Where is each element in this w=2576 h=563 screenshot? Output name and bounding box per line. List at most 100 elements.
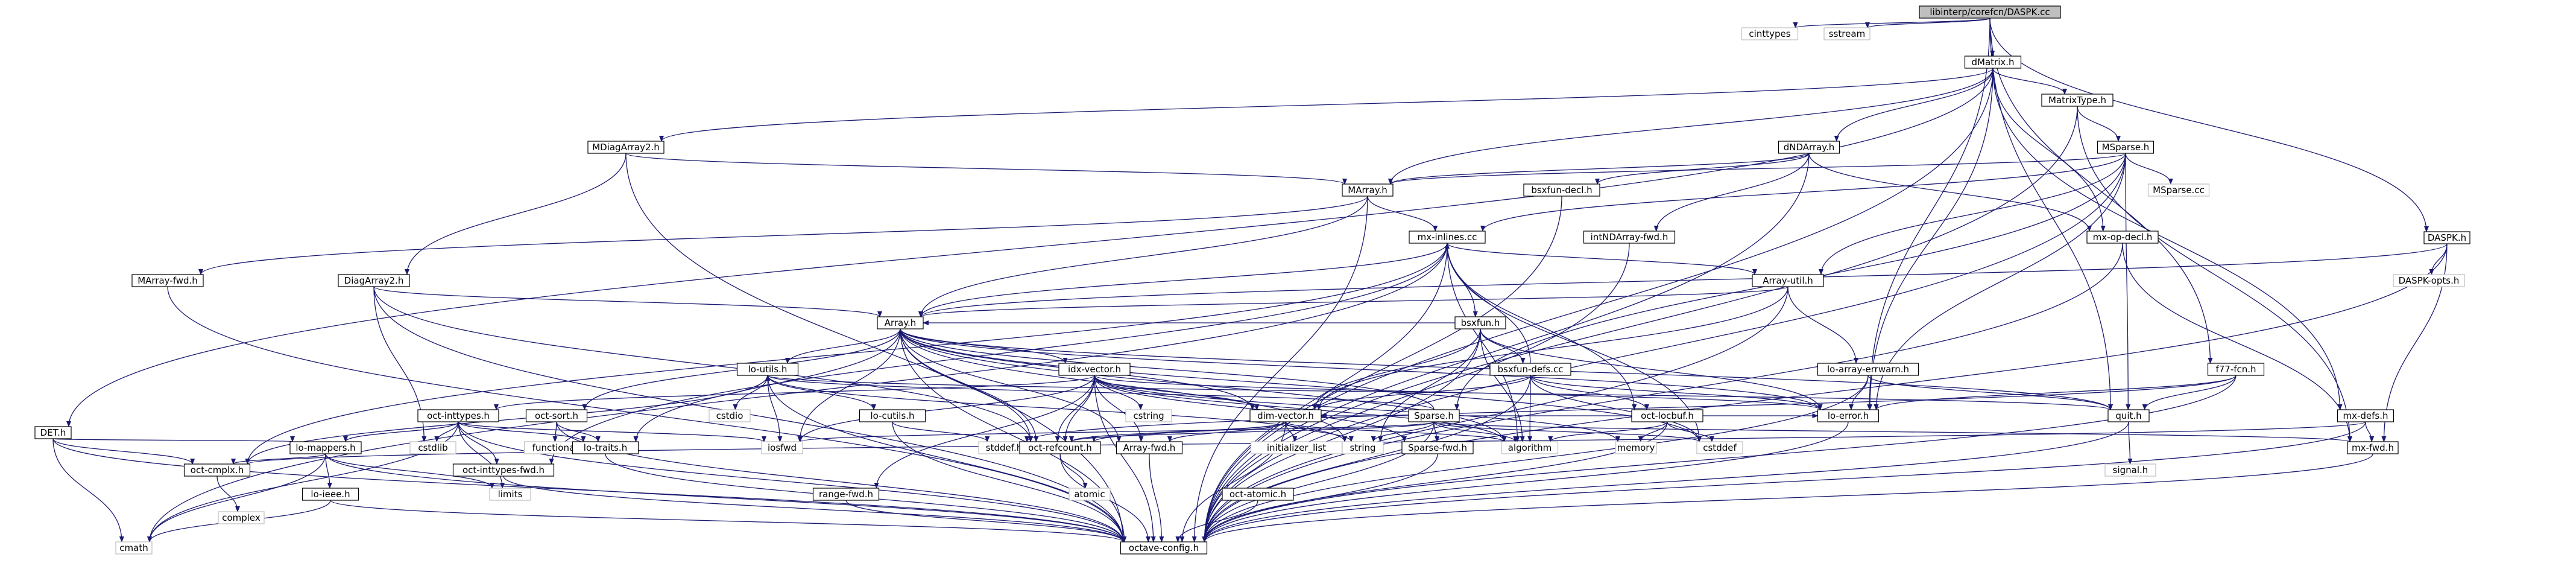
edge-oct-refcount-h-to-atomic bbox=[1059, 453, 1088, 489]
node-lo-traits-h[interactable]: lo-traits.h bbox=[572, 441, 639, 454]
edge-matrixtype-h-to-msparse-h bbox=[2077, 106, 2121, 142]
node-array-fwd-h[interactable]: Array-fwd.h bbox=[1116, 441, 1183, 454]
node-bsxfun-h[interactable]: bsxfun.h bbox=[1454, 316, 1506, 329]
node-lo-ieee-h[interactable]: lo-ieee.h bbox=[301, 488, 359, 501]
node-label: mx-inlines.cc bbox=[1418, 232, 1477, 243]
node-diagarray2-h[interactable]: DiagArray2.h bbox=[338, 274, 410, 287]
node-quit-h[interactable]: quit.h bbox=[2107, 409, 2150, 422]
node-lo-mappers-h[interactable]: lo-mappers.h bbox=[289, 441, 362, 454]
node-idx-vector-h[interactable]: idx-vector.h bbox=[1058, 363, 1131, 376]
node-mdiagarray2-h[interactable]: MDiagArray2.h bbox=[587, 141, 665, 154]
edge-lo-array-errwarn-h-to-quit-h bbox=[1867, 375, 2113, 410]
node-box bbox=[1454, 316, 1506, 329]
edge-msparse-h-to-octave-config-h bbox=[1202, 153, 2126, 542]
edge-dmatrix-h-to-mx-defs-h bbox=[1992, 68, 2343, 410]
edge-daspk-h-to-array-h bbox=[918, 243, 2448, 317]
node-daspk-h[interactable]: DASPK.h bbox=[2423, 231, 2470, 244]
edge-det-h-to-octave-config-h bbox=[52, 438, 1126, 542]
node-lo-utils-h[interactable]: lo-utils.h bbox=[736, 363, 799, 376]
node-lo-cutils-h[interactable]: lo-cutils.h bbox=[859, 409, 926, 422]
node-box bbox=[1919, 5, 2061, 19]
edge-array-util-h-to-array-h bbox=[918, 286, 1788, 317]
node-matrixtype-h[interactable]: MatrixType.h bbox=[2041, 94, 2114, 107]
node-marray-fwd-h[interactable]: MArray-fwd.h bbox=[131, 274, 204, 287]
node-sparse-fwd-h[interactable]: Sparse-fwd.h bbox=[1401, 441, 1474, 454]
node-bsxfun-decl-h[interactable]: bsxfun-decl.h bbox=[1523, 183, 1600, 197]
node-oct-inttypes-h[interactable]: oct-inttypes.h bbox=[417, 409, 499, 422]
node-box bbox=[301, 488, 359, 501]
node-dmatrix-h[interactable]: dMatrix.h bbox=[1964, 56, 2022, 69]
node-label: idx-vector.h bbox=[1068, 364, 1121, 375]
node-initializer-list: initializer_list bbox=[1250, 441, 1343, 454]
node-complex: complex bbox=[218, 511, 265, 524]
node-daspk-cc[interactable]: libinterp/corefcn/DASPK.cc bbox=[1919, 5, 2061, 19]
edge-array-util-h-to-dim-vector-h bbox=[1316, 286, 1788, 410]
edge-dndarray-h-to-bsxfun-decl-h bbox=[1595, 153, 1810, 185]
node-label: oct-refcount.h bbox=[1028, 442, 1092, 453]
node-label: DASPK.h bbox=[2428, 232, 2466, 243]
edge-idx-vector-h-to-algorithm bbox=[1094, 375, 1507, 442]
node-label: oct-sort.h bbox=[535, 410, 578, 421]
edge-oct-sort-h-to-functional bbox=[552, 421, 558, 442]
edge-oct-cmplx-h-to-complex bbox=[216, 476, 240, 512]
node-mx-defs-h[interactable]: mx-defs.h bbox=[2337, 409, 2394, 422]
node-mx-op-decl-h[interactable]: mx-op-decl.h bbox=[2086, 231, 2159, 244]
edge-sparse-h-to-array-h bbox=[898, 328, 1435, 410]
node-mx-fwd-h[interactable]: mx-fwd.h bbox=[2347, 441, 2399, 454]
node-array-h[interactable]: Array.h bbox=[877, 316, 924, 329]
node-daspk-opts-h: DASPK-opts.h bbox=[2393, 274, 2465, 287]
edge-idx-vector-h-to-range-fwd-h bbox=[874, 375, 1095, 489]
node-octave-config-h[interactable]: octave-config.h bbox=[1120, 541, 1208, 555]
node-dim-vector-h[interactable]: dim-vector.h bbox=[1249, 409, 1322, 422]
node-array-util-h[interactable]: Array-util.h bbox=[1752, 274, 1824, 287]
node-label: cstdlib bbox=[418, 442, 447, 453]
edge-sparse-fwd-h-to-octave-config-h bbox=[1202, 453, 1438, 542]
node-f77-fcn-h[interactable]: f77-fcn.h bbox=[2207, 363, 2265, 376]
node-marray-h[interactable]: MArray.h bbox=[1342, 183, 1394, 197]
node-box bbox=[2423, 231, 2470, 244]
node-label: lo-error.h bbox=[1828, 410, 1869, 421]
node-oct-cmplx-h[interactable]: oct-cmplx.h bbox=[183, 463, 251, 477]
node-label: mx-fwd.h bbox=[2352, 442, 2394, 453]
node-oct-locbuf-h[interactable]: oct-locbuf.h bbox=[1631, 409, 1703, 422]
node-lo-error-h[interactable]: lo-error.h bbox=[1817, 409, 1880, 422]
edge-det-h-to-lo-mappers-h bbox=[52, 436, 294, 442]
node-label: lo-ieee.h bbox=[311, 489, 350, 500]
node-msparse-h[interactable]: MSparse.h bbox=[2097, 141, 2155, 154]
node-box bbox=[1523, 183, 1600, 197]
edge-array-h-to-iosfwd bbox=[797, 328, 901, 442]
node-box bbox=[1631, 409, 1703, 422]
edge-dmatrix-h-to-det-h bbox=[66, 68, 1994, 427]
node-dndarray-h[interactable]: dNDArray.h bbox=[1778, 141, 1840, 154]
edge-mx-inlines-cc-to-algorithm bbox=[1447, 243, 1520, 442]
node-sparse-h[interactable]: Sparse.h bbox=[1408, 409, 1460, 422]
edge-sparse-h-to-cstddef bbox=[1433, 421, 1702, 442]
node-bsxfun-defs-cc[interactable]: bsxfun-defs.cc bbox=[1489, 363, 1571, 376]
node-label: range-fwd.h bbox=[819, 489, 873, 500]
node-mx-inlines-cc[interactable]: mx-inlines.cc bbox=[1409, 231, 1486, 244]
node-oct-inttypes-fwd-h[interactable]: oct-inttypes-fwd.h bbox=[452, 463, 555, 477]
node-oct-atomic-h[interactable]: oct-atomic.h bbox=[1222, 488, 1294, 501]
edge-idx-vector-h-to-sparse-fwd-h bbox=[1094, 375, 1407, 442]
edge-dim-vector-h-to-octave-config-h bbox=[1179, 421, 1286, 542]
node-lo-array-errwarn-h[interactable]: lo-array-errwarn.h bbox=[1817, 363, 1919, 376]
edge-lo-ieee-h-to-octave-config-h bbox=[330, 500, 1126, 542]
node-oct-sort-h[interactable]: oct-sort.h bbox=[525, 409, 588, 422]
edge-mx-defs-h-to-mx-fwd-h bbox=[2365, 421, 2375, 442]
node-box bbox=[1752, 274, 1824, 287]
edge-f77-fcn-h-to-quit-h bbox=[2142, 375, 2237, 410]
node-det-h[interactable]: DET.h bbox=[34, 426, 72, 439]
node-intndarray-fwd-h[interactable]: intNDArray-fwd.h bbox=[1583, 231, 1676, 244]
node-label: mx-defs.h bbox=[2343, 410, 2388, 421]
node-box bbox=[1817, 363, 1919, 376]
node-range-fwd-h[interactable]: range-fwd.h bbox=[812, 488, 880, 501]
node-box bbox=[859, 409, 926, 422]
node-oct-refcount-h[interactable]: oct-refcount.h bbox=[1019, 441, 1101, 454]
edge-mx-op-decl-h-to-mx-fwd-h bbox=[2122, 243, 2352, 442]
node-functional: functional bbox=[523, 441, 586, 454]
edge-lo-cutils-h-to-stddef-h bbox=[892, 421, 990, 442]
node-label: Sparse-fwd.h bbox=[1408, 442, 1467, 453]
node-box bbox=[1489, 363, 1571, 376]
edge-diagarray2-h-to-cstdlib bbox=[373, 286, 427, 442]
